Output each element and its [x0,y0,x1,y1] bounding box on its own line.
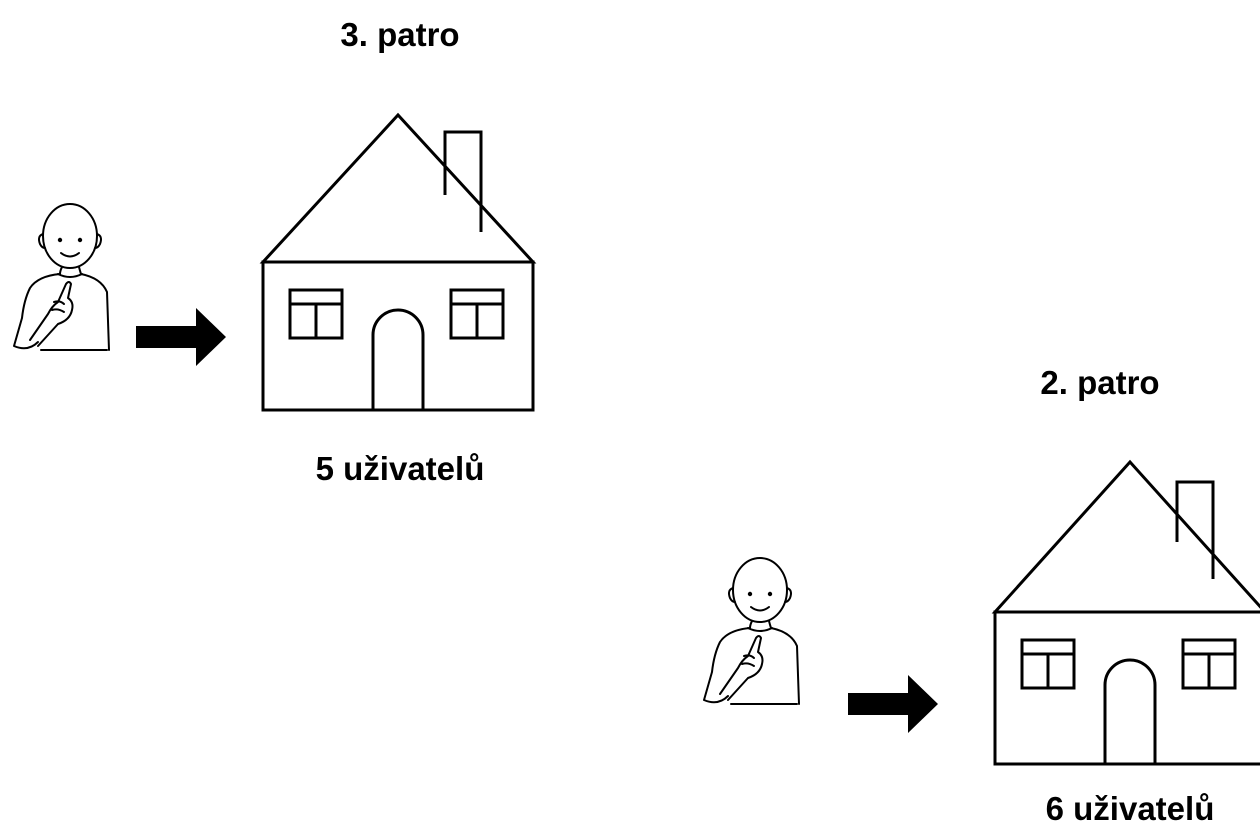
arrow-right-icon [848,675,938,733]
users-label-5: 5 uživatelů [315,450,485,487]
arrow-right-icon [136,308,226,366]
house-icon [259,112,537,412]
person-pointing-self-icon [703,557,800,705]
house-icon [991,459,1260,766]
floor-label-3: 3. patro [340,16,460,53]
users-label-6: 6 uživatelů [1045,790,1215,827]
floor-label-2: 2. patro [1040,364,1160,401]
person-pointing-self-icon [13,203,110,351]
